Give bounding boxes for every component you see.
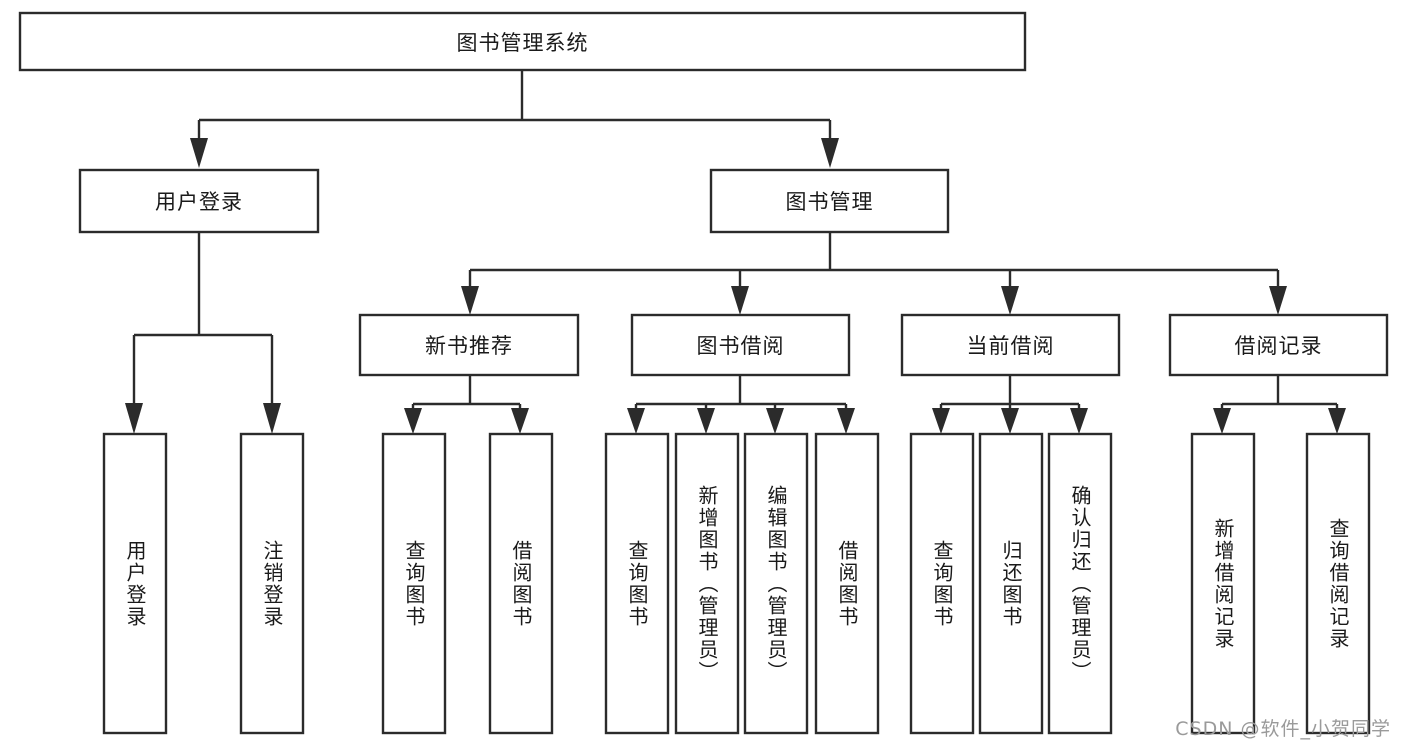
arrow-to-leaf-nb-borrow (511, 408, 529, 434)
leaf-box-user-login[interactable] (102, 432, 168, 735)
arrow-to-leaf-bb-edit (766, 408, 784, 434)
arrow-to-user-login (190, 138, 208, 168)
leaf-box-br-add[interactable] (1190, 432, 1256, 735)
node-user-login-box[interactable] (78, 168, 320, 234)
leaf-box-br-query[interactable] (1305, 432, 1371, 735)
arrow-to-leaf-bb-query (627, 408, 645, 434)
leaf-box-bb-borrow[interactable] (814, 432, 880, 735)
leaf-box-nb-borrow[interactable] (488, 432, 554, 735)
arrow-to-borrow-book (731, 286, 749, 315)
arrow-to-leaf-cb-query (932, 408, 950, 434)
arrow-to-new-book (461, 286, 479, 315)
arrow-to-current-borrow (1001, 286, 1019, 315)
leaf-box-nb-query[interactable] (381, 432, 447, 735)
arrow-to-leaf-cb-confirm (1070, 408, 1088, 434)
leaf-box-cb-query[interactable] (909, 432, 975, 735)
watermark-text: CSDN @软件_小贺同学 (1175, 718, 1391, 740)
arrow-to-leaf-user-login (125, 403, 143, 434)
arrow-to-leaf-cb-return (1001, 408, 1019, 434)
node-new-book-box[interactable] (358, 313, 580, 377)
node-borrow-book-box[interactable] (630, 313, 851, 377)
arrow-to-leaf-br-query (1328, 408, 1346, 434)
leaf-box-bb-add[interactable] (674, 432, 740, 735)
arrow-to-leaf-bb-add (697, 408, 715, 434)
arrow-to-leaf-br-add (1213, 408, 1231, 434)
leaf-box-cb-confirm[interactable] (1047, 432, 1113, 735)
leaf-box-bb-query[interactable] (604, 432, 670, 735)
leaf-box-bb-edit[interactable] (743, 432, 809, 735)
leaf-box-cb-return[interactable] (978, 432, 1044, 735)
node-book-manage-box[interactable] (709, 168, 950, 234)
leaf-box-logout[interactable] (239, 432, 305, 735)
node-borrow-record-box[interactable] (1168, 313, 1389, 377)
arrow-to-book-manage (821, 138, 839, 168)
arrow-to-leaf-bb-borrow (837, 408, 855, 434)
arrow-to-borrow-record (1269, 286, 1287, 315)
arrow-to-leaf-nb-query (404, 408, 422, 434)
node-current-borrow-box[interactable] (900, 313, 1121, 377)
arrow-to-leaf-logout (263, 403, 281, 434)
node-root-box[interactable] (18, 11, 1027, 72)
